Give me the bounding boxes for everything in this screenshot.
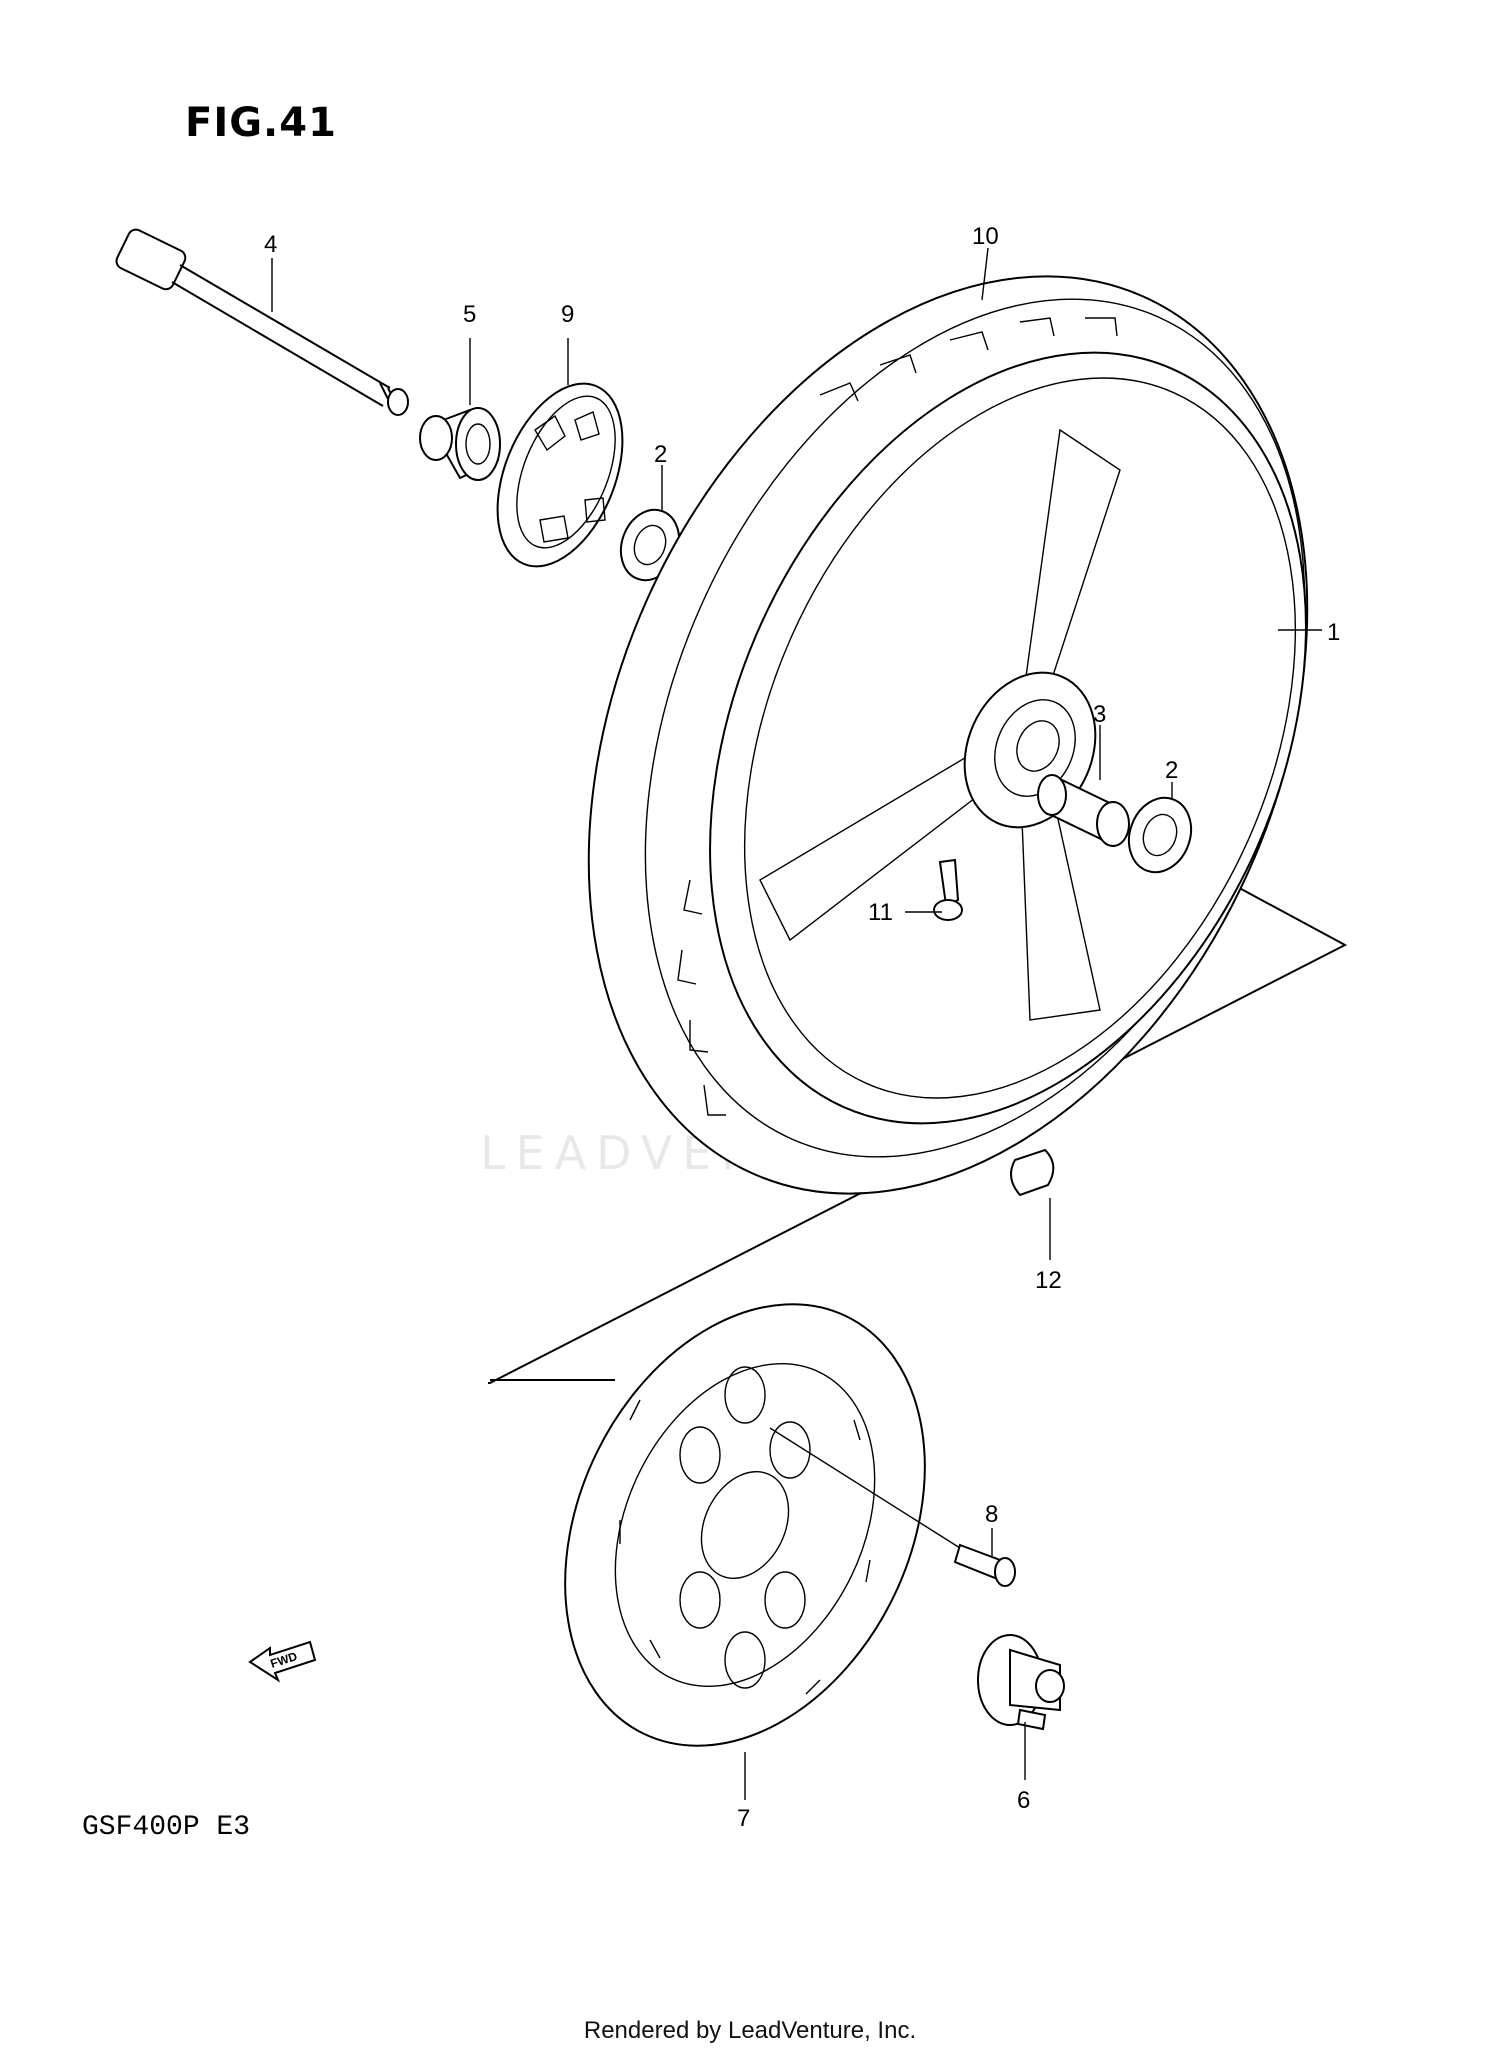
leader-lines — [271, 247, 1322, 1800]
callout-labels: 4 5 9 2 10 1 3 2 11 12 8 6 7 — [264, 223, 1340, 1832]
callout-12: 12 — [1035, 1267, 1062, 1294]
callout-11: 11 — [868, 899, 893, 926]
callout-5: 5 — [463, 301, 476, 328]
tire-valve-part — [933, 858, 963, 921]
callout-2-right: 2 — [1165, 757, 1178, 784]
callout-6: 6 — [1017, 1787, 1030, 1814]
figure-title: FIG.41 — [185, 100, 337, 146]
callout-3: 3 — [1093, 701, 1106, 728]
brake-disc-part — [564, 1303, 926, 1747]
callout-1: 1 — [1327, 619, 1340, 646]
disc-bolt-part — [769, 1427, 1016, 1587]
callout-8: 8 — [985, 1501, 998, 1528]
speedometer-gearbox-part — [496, 382, 624, 568]
footer-credit: Rendered by LeadVenture, Inc. — [583, 2017, 917, 2044]
front-axle-part — [115, 228, 409, 416]
forward-arrow-icon: FWD — [248, 1640, 317, 1683]
callout-2-left: 2 — [654, 441, 667, 468]
bearing-right-part — [1127, 796, 1193, 874]
valve-cap-part — [1010, 1148, 1055, 1197]
callout-9: 9 — [561, 301, 574, 328]
spacer-part — [1037, 774, 1130, 847]
callout-4: 4 — [264, 231, 277, 258]
wheel-and-tire-part — [587, 275, 1309, 1195]
callout-10: 10 — [972, 223, 999, 250]
callout-7: 7 — [737, 1805, 750, 1832]
collar-part — [419, 407, 501, 481]
speedometer-gear-part — [977, 1634, 1065, 1731]
model-code: GSF400P E3 — [82, 1812, 251, 1843]
